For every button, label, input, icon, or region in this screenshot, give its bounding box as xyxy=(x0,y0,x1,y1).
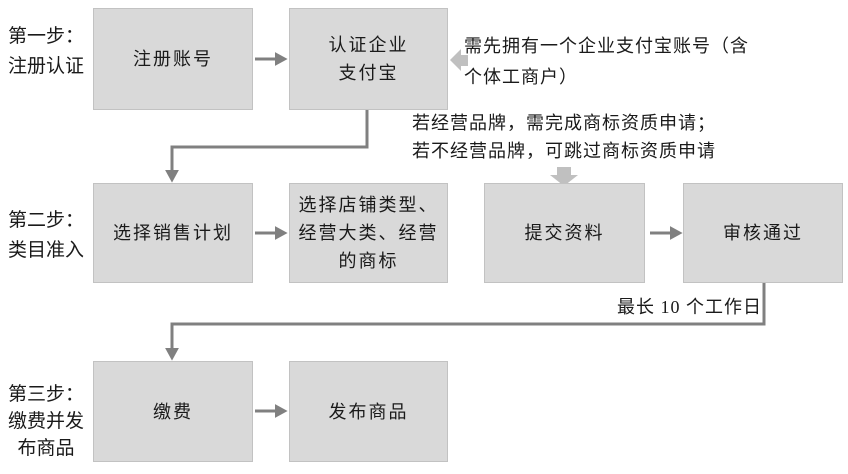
node-choose-sales-plan: 选择销售计划 xyxy=(93,183,253,283)
node-register-account: 注册账号 xyxy=(93,8,253,110)
node-submit-materials: 提交资料 xyxy=(484,183,645,283)
node-pay-fee: 缴费 xyxy=(93,361,253,462)
callout-arrow-down-icon xyxy=(550,167,578,186)
review-duration-note: 最长 10 个工作日 xyxy=(617,297,762,317)
node-choose-shop-type: 选择店铺类型、 经营大类、经营 的商标 xyxy=(289,183,448,283)
alipay-requirement-note: 需先拥有一个企业支付宝账号（含 个体工商户） xyxy=(464,36,749,87)
elbow-alipay-to-salesplan xyxy=(165,110,369,183)
elbow-review-to-payfee xyxy=(165,283,766,361)
trademark-requirement-note: 若经营品牌，需完成商标资质申请； 若不经营品牌，可跳过商标资质申请 xyxy=(412,113,716,161)
node-review-pass: 审核通过 xyxy=(683,183,843,283)
step3-label: 第三步： 缴费并发 布商品 xyxy=(7,384,84,459)
step1-label: 第一步： 注册认证 xyxy=(7,26,84,77)
node-publish-products: 发布商品 xyxy=(289,361,448,462)
step2-label: 第二步： 类目准入 xyxy=(7,210,84,261)
callout-arrow-left-icon xyxy=(450,49,468,71)
node-certify-alipay: 认证企业 支付宝 xyxy=(289,8,448,110)
